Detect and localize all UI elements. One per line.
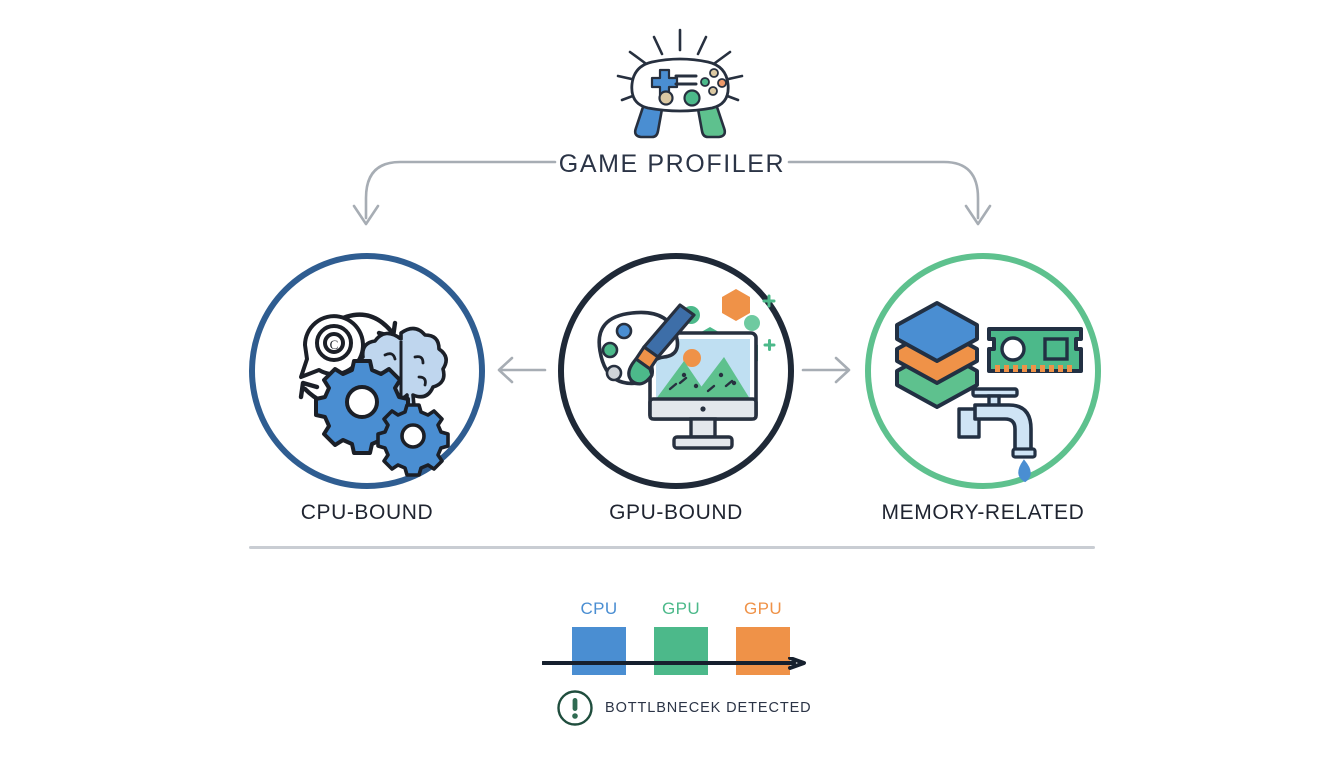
svg-text:C: C [330,337,339,352]
bar-rect [572,627,626,675]
node-memory-related[interactable]: MEMORY-RELATED [865,253,1101,524]
bar-label: GPU [743,599,783,618]
arrow-left-icon [497,356,547,384]
bar-rect [654,627,708,675]
section-divider [249,546,1095,549]
bar-rect [736,627,790,675]
bottleneck-alert: BOTTLBNECEK DETECTED [556,688,856,728]
node-label-gpu-bound: GPU-BOUND [609,501,743,524]
bar-label: GPU [661,599,701,618]
bar-label: CPU [580,599,618,618]
exclamation-circle-icon [557,690,593,726]
monitor-palette-hexagons-icon [558,253,794,489]
page-title: GAME PROFILER [558,150,786,178]
node-label-memory-related: MEMORY-RELATED [881,501,1085,524]
bottleneck-alert-text: BOTTLBNECEK DETECTED [605,700,812,716]
curved-arrow-down-right-icon [787,160,992,226]
layers-ram-faucet-icon [865,253,1101,489]
chart-axis [542,657,806,670]
node-label-cpu-bound: CPU-BOUND [300,501,434,524]
node-gpu-bound[interactable]: GPU-BOUND [558,253,794,524]
node-cpu-bound[interactable]: C [249,253,485,524]
game-controller-icon [600,28,760,140]
arrow-right-icon [801,356,851,384]
bottleneck-bar-chart: CPU GPU GPU [540,585,810,675]
brain-gears-cycle-icon: C [249,253,485,489]
curved-arrow-down-left-icon [352,160,557,226]
